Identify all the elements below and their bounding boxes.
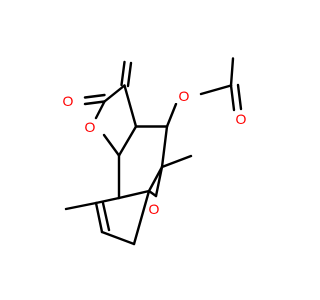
- bond-c9a-epoxide-o: [147, 189, 158, 198]
- bond-acetate-carbonyl-b: [236, 83, 243, 111]
- bond-c5-methyl: [160, 154, 193, 169]
- bond-c5-c6: [147, 165, 164, 193]
- bond-c5-epoxide-o: [154, 165, 164, 198]
- bond-c7-c8-double-a: [94, 201, 104, 234]
- bond-c6-c6a: [117, 189, 151, 200]
- bond-c2-carbonyl-b: [83, 93, 106, 99]
- bond-o1-c11b: [102, 133, 121, 157]
- oxygen-bonds: [83, 83, 243, 198]
- bond-c3-c2: [103, 84, 126, 103]
- atom-labels: O O O O O: [63, 87, 247, 217]
- carbon-skeleton: [64, 57, 235, 246]
- bond-c4-ester-o: [165, 102, 178, 128]
- atom-carbonyl-o-lactone: O: [63, 93, 74, 109]
- bond-acetate-carbonyl-a: [229, 84, 236, 112]
- bond-c2-o1: [94, 100, 106, 120]
- atom-ester-o: O: [179, 88, 190, 104]
- bond-c3-c3a: [123, 84, 138, 128]
- atom-ring-o-lactone: O: [85, 119, 96, 135]
- atom-epoxide-o: O: [149, 201, 160, 217]
- bond-c9-c9a: [132, 189, 151, 246]
- label-bg: [162, 87, 178, 103]
- bond-c2-carbonyl-a: [83, 100, 106, 106]
- bond-c7-methyl: [64, 201, 98, 211]
- bond-ester-o-c: [199, 84, 233, 96]
- bond-c8-c9: [100, 230, 136, 246]
- bond-methylene-double-a: [120, 60, 126, 87]
- bond-c6a-c7: [94, 196, 121, 205]
- atom-carbonyl-o-acetate: O: [236, 111, 247, 127]
- bond-ester-c-methyl: [229, 57, 235, 87]
- molecule-structure-diagram: O O O O O: [63, 57, 247, 246]
- bond-c7-c8-double-b: [101, 201, 111, 232]
- bond-methylene-double-b: [126, 61, 133, 88]
- bond-c4-c5: [160, 125, 169, 169]
- bond-c3a-c11b: [117, 125, 138, 157]
